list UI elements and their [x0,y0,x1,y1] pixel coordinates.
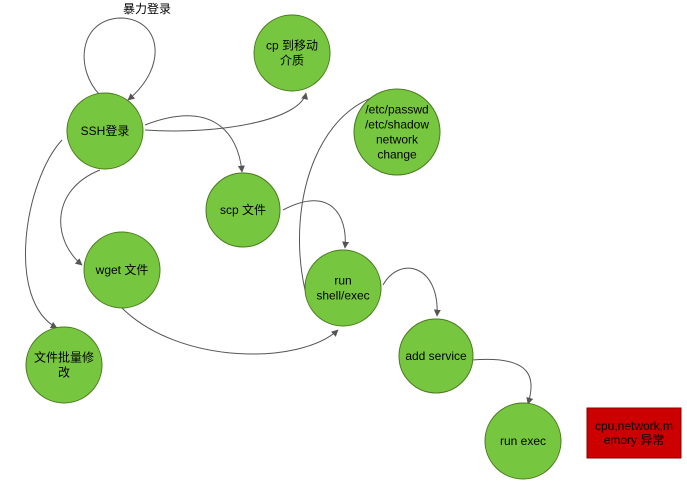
node-scp-file: scp 文件 [205,172,281,248]
node-label-line: change [377,148,417,162]
node-label-line: network [376,133,419,147]
edge-self-loop [83,17,156,101]
node-label: run exec [500,434,546,448]
node-label-line: 文件批量修 [34,350,94,365]
edges [24,17,534,405]
node-circle [253,14,331,92]
node-cp-to-removable-media: cp 到移动介质 [253,14,331,92]
node-label-line: /etc/passwd [365,103,428,117]
node-circle [304,249,382,327]
node-circle [83,231,161,309]
node-label-line: run [334,274,351,288]
node-label-line: cp 到移动 [266,39,318,53]
node-circle [484,402,562,480]
edge-ssh-to-batch [24,139,63,329]
node-label: cp 到移动介质 [266,39,318,68]
node-circle [66,92,144,170]
node-label-line: run exec [500,434,546,448]
node-label: scp 文件 [220,202,266,217]
node-circle [205,172,281,248]
node-circle [25,326,103,404]
edge-ssh-to-cp [144,92,309,132]
alert-label-line: emory 异常 [604,433,665,447]
edge-ssh-to-wget [60,169,101,266]
edge-ssh-to-scp [144,115,245,173]
node-label: SSH登录 [81,123,130,138]
alert-label-line: cpu,network,m [595,419,673,433]
node-label-line: SSH登录 [81,123,130,138]
edge-run-to-service [382,267,441,317]
edge-wget-to-run [121,307,339,355]
node-label: add service [405,349,467,363]
self-loop-label: 暴力登录 [123,1,171,16]
node-label: wget 文件 [95,262,149,277]
node-label-line: wget 文件 [95,262,149,277]
node-label-line: shell/exec [316,289,369,303]
alert-rect [586,407,682,459]
node-label: 文件批量修改 [34,350,94,380]
node-circle [353,88,441,176]
node-batch-file-modify: 文件批量修改 [25,326,103,404]
node-label-line: /etc/shadow [365,118,429,132]
node-add-service: add service [398,318,474,394]
node-label-line: 改 [58,366,70,380]
node-label-line: add service [405,349,467,363]
node-circle [398,318,474,394]
edge-service-to-exec [471,358,534,405]
node-ssh-login: SSH登录 [66,92,144,170]
node-run-exec: run exec [484,402,562,480]
edge-scp-to-run [282,200,350,249]
node-label-line: scp 文件 [220,202,266,217]
node-label-line: 介质 [280,54,304,68]
node-wget-file: wget 文件 [83,231,161,309]
